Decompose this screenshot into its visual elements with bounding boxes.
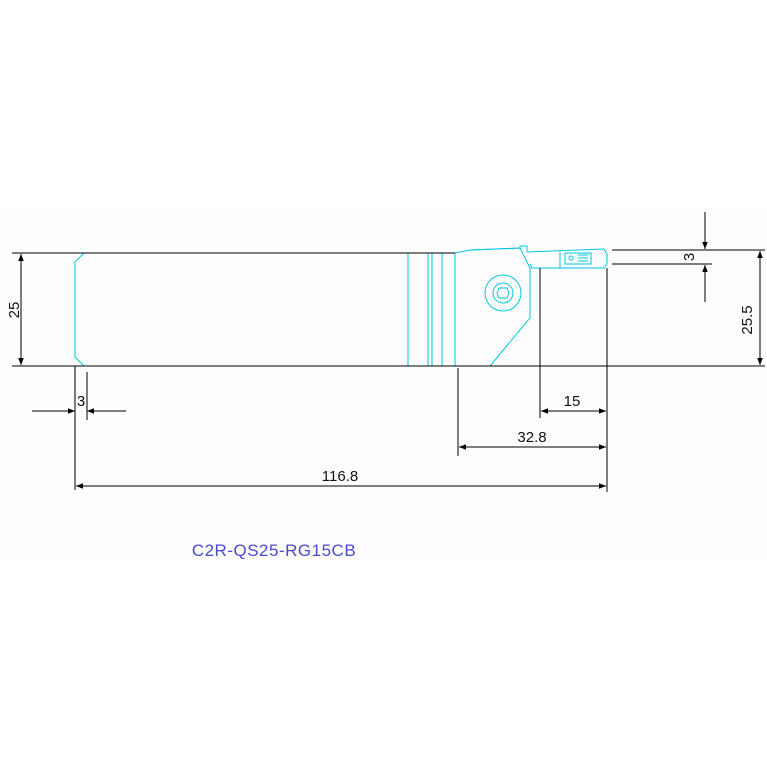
shank-body: [74, 252, 456, 367]
dim-15-label: 15: [564, 393, 581, 410]
dim-25-5-label: 25.5: [739, 305, 756, 334]
blade-insert: [526, 248, 608, 269]
dim-116-8-label: 116.8: [322, 468, 358, 485]
dimension-lines: [12, 212, 765, 492]
model-label: C2R-QS25-RG15CB: [192, 541, 356, 560]
clamp-screw-inner: [492, 282, 514, 304]
dim-3-blade-label: 3: [681, 253, 698, 261]
insert-pin: [568, 255, 574, 261]
head-top-edge: [469, 245, 528, 252]
insert-tip: [564, 252, 592, 265]
tool-holder-outline: [74, 245, 608, 367]
drawing-background: [0, 208, 767, 558]
dim-25-label: 25: [6, 302, 23, 319]
clamp-screw-outer: [484, 274, 522, 312]
dim-32-8-label: 32.8: [517, 429, 546, 446]
dim-3-chamfer-label: 3: [77, 393, 85, 410]
clamp-screw-socket: [496, 287, 510, 299]
